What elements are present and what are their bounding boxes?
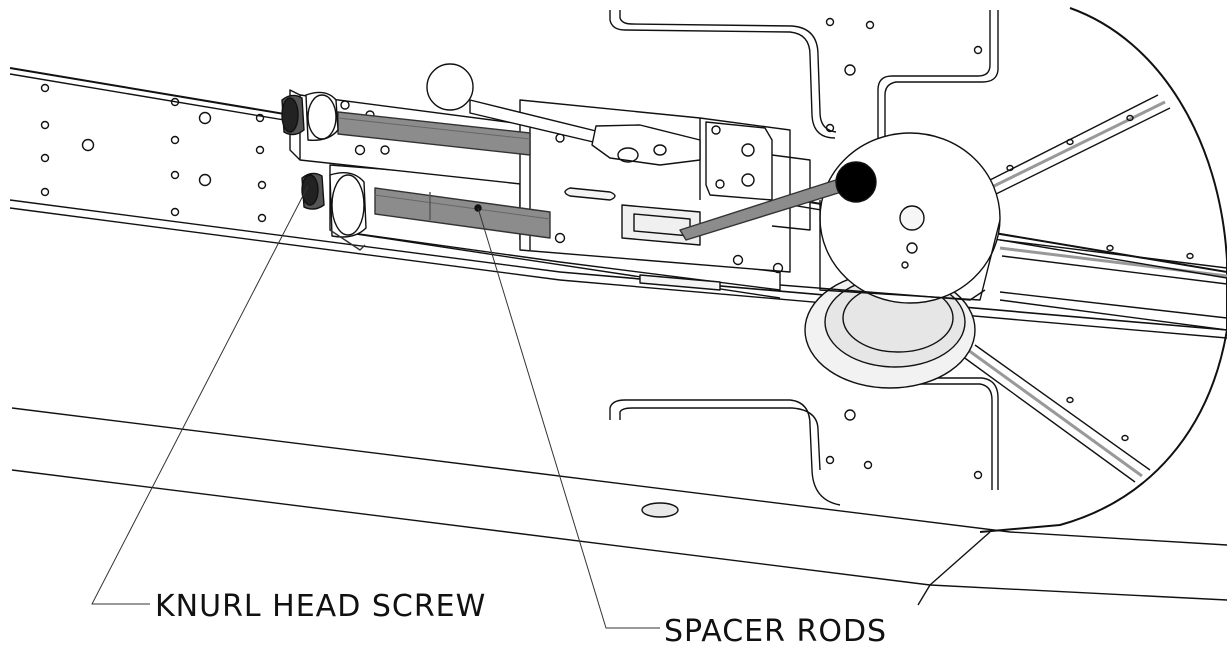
leader-knurl-head-screw (91, 185, 309, 605)
base-hole (641, 502, 679, 518)
toggle-clamp-linkage (591, 124, 701, 166)
rotary-lever-knob (835, 161, 877, 203)
callout-spacer-rods: SPACER RODS (664, 614, 887, 646)
plate-upper-notch (877, 10, 991, 142)
round-table (961, 7, 1227, 533)
callout-leaders (91, 185, 660, 629)
toggle-clamp (426, 63, 811, 231)
leader-spacer-rods (477, 207, 660, 629)
knurl-screws (281, 91, 367, 251)
table-spoke-lower (961, 344, 1151, 483)
rail-holes (40, 83, 267, 223)
center-plate (609, 10, 999, 506)
toggle-clamp-ball-handle (426, 63, 474, 111)
spacer-rods (337, 111, 551, 239)
table-spoke-upper-shade (989, 100, 1166, 190)
rotary-disc (679, 132, 1001, 304)
table-outer-edge (979, 7, 1227, 533)
slot-cutout (564, 187, 616, 201)
table-spoke-lower-right (999, 291, 1227, 331)
callout-knurl-head-screw: KNURL HEAD SCREW (155, 589, 486, 624)
base-planes (11, 407, 1227, 606)
table-spoke-upper (989, 94, 1171, 197)
base-right-edge (917, 584, 931, 606)
spoke-holes (1006, 114, 1194, 442)
table-spoke-lower-shade (967, 348, 1143, 478)
table-spoke-right (999, 239, 1227, 285)
